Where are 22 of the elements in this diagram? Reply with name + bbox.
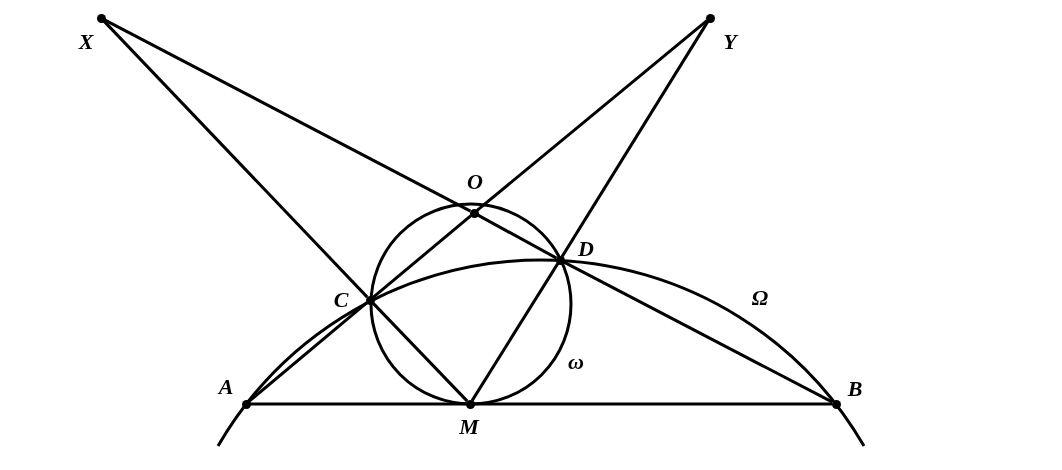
point-label: D bbox=[578, 238, 594, 260]
line-segment bbox=[476, 19, 708, 212]
line-segment bbox=[560, 20, 710, 258]
point-label: Y bbox=[723, 31, 737, 53]
line-segment bbox=[248, 301, 368, 403]
line-segment bbox=[102, 19, 369, 299]
line-segment bbox=[476, 213, 558, 260]
point-label: A bbox=[218, 376, 234, 398]
line-segment bbox=[470, 262, 560, 402]
curve-label: ω bbox=[568, 351, 584, 373]
point-label: X bbox=[78, 31, 94, 53]
line-segment bbox=[103, 18, 472, 213]
curve-label: Ω bbox=[751, 287, 769, 309]
point-label: O bbox=[467, 171, 483, 193]
line-segment bbox=[474, 402, 832, 406]
point-label: B bbox=[847, 378, 863, 400]
point-label: C bbox=[333, 289, 349, 311]
line-segment bbox=[371, 301, 469, 403]
point-label: M bbox=[459, 416, 479, 438]
line-segment bbox=[250, 402, 466, 406]
line-segment bbox=[372, 214, 472, 299]
line-segment bbox=[562, 260, 834, 404]
